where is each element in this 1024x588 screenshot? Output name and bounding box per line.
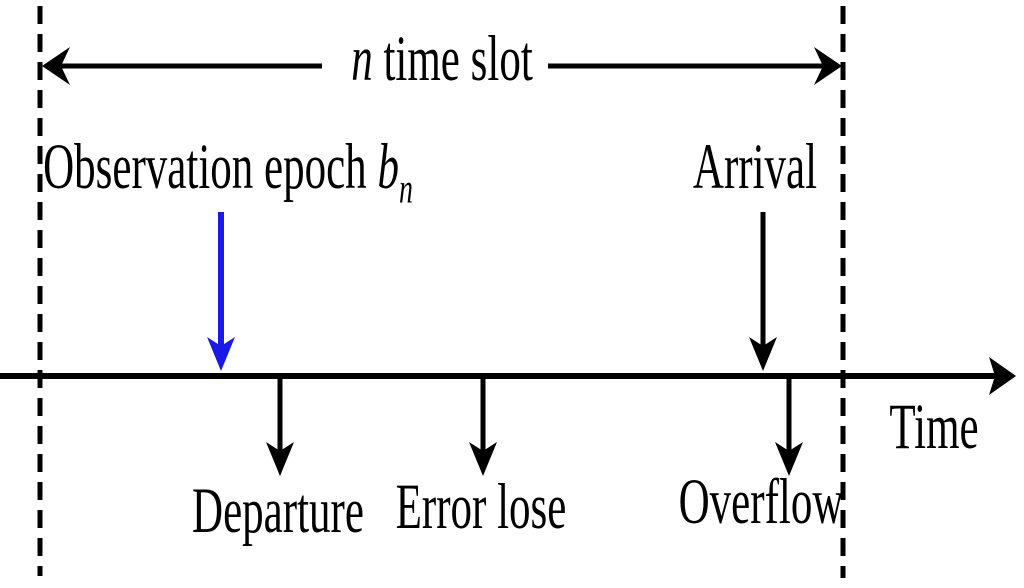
departure-label: Departure [192, 476, 364, 548]
n-variable: n [351, 24, 373, 96]
time-slot-text: time slot [372, 24, 533, 96]
time-axis-arrow-head-icon [989, 357, 1016, 395]
observation-epoch-text: Observation epoch [43, 132, 378, 204]
error-lose-arrow-head-icon [469, 442, 497, 476]
arrival-label: Arrival [692, 132, 818, 204]
overflow-label: Overflow [678, 467, 844, 539]
span-arrow-right-head-icon [814, 47, 842, 85]
overflow-arrow-head-icon [775, 442, 803, 476]
n-time-slot-label: n time slot [351, 25, 533, 96]
span-arrow-left-head-icon [42, 47, 70, 85]
b-variable: b [377, 132, 399, 204]
observation-arrow-head-icon [207, 337, 235, 371]
observation-epoch-arrow [207, 212, 235, 371]
departure-arrow-head-icon [266, 442, 294, 476]
arrival-arrow-head-icon [749, 337, 777, 371]
observation-epoch-label: Observation epoch bn [43, 132, 413, 211]
error-lose-label: Error lose [395, 472, 567, 544]
error-lose-arrow [469, 376, 497, 476]
time-axis [0, 357, 1016, 395]
time-axis-label: Time [889, 392, 979, 464]
overflow-arrow [775, 376, 803, 476]
arrival-arrow [749, 212, 777, 371]
time-slot-span-arrow [42, 47, 842, 85]
b-subscript-n: n [398, 166, 413, 213]
departure-arrow [266, 376, 294, 476]
